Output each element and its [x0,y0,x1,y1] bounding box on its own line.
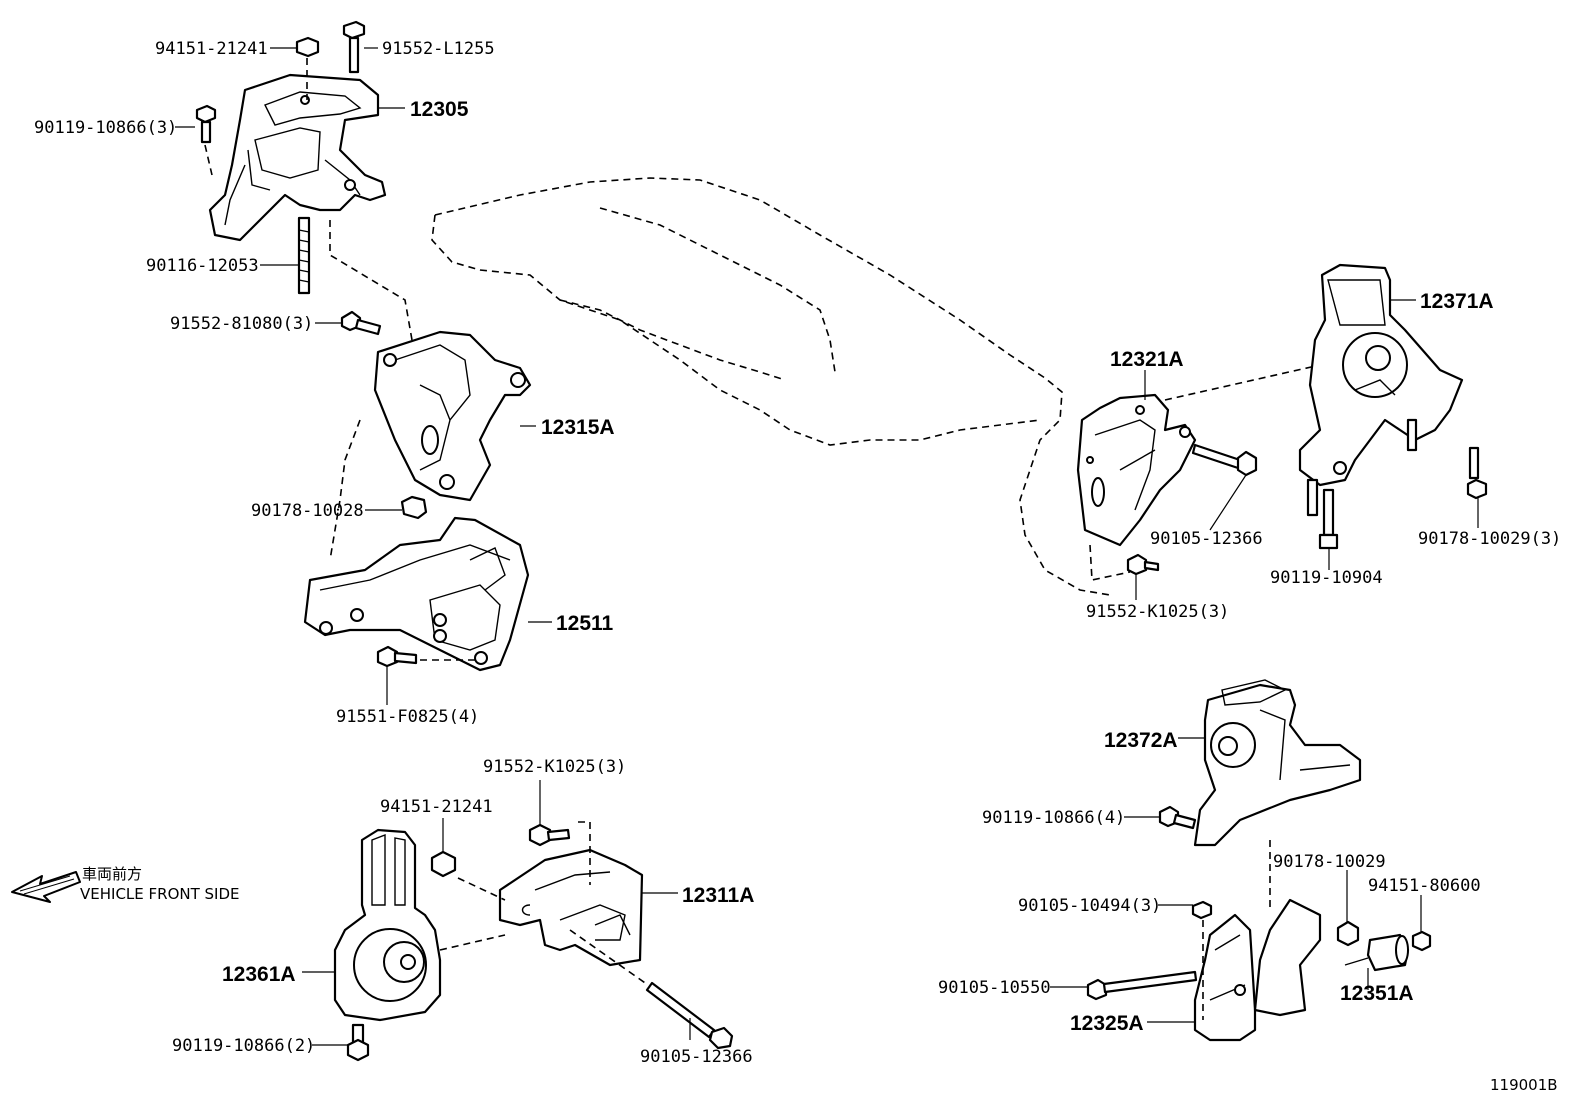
label-91552-K1025-3-right: 91552-K1025(3) [1086,602,1229,622]
label-90105-12366-bottom: 90105-12366 [640,1047,753,1067]
label-12321A: 12321A [1110,348,1184,371]
label-90105-12366-right: 90105-12366 [1150,529,1263,549]
label-90116-12053: 90116-12053 [146,256,259,276]
label-90105-10494-3: 90105-10494(3) [1018,896,1161,916]
label-90105-10550: 90105-10550 [938,978,1051,998]
bolt-90119-10866-4 [1158,805,1197,830]
label-90119-10866-3: 90119-10866(3) [34,118,177,138]
label-12361A: 12361A [222,963,296,986]
arrow-left-icon [11,871,81,903]
bolt-90105-12366-right [1191,443,1258,477]
bracket-12321A [1076,393,1197,547]
label-12511: 12511 [556,612,614,635]
stud-12371A-a [1306,418,1418,517]
bolt-90119-10904 [1318,488,1339,550]
label-91552-81080-3: 91552-81080(3) [170,314,313,334]
bolt-91552-81080-3 [340,310,382,336]
label-91551-F0825-4: 91551-F0825(4) [336,707,479,727]
label-90119-10866-4: 90119-10866(4) [982,808,1125,828]
bushing-12351A [1344,933,1410,972]
nut-94151-21241-top [295,36,320,100]
label-90119-10866-2: 90119-10866(2) [172,1036,315,1056]
engine-outline [431,177,1111,596]
label-90178-10029-3: 90178-10029(3) [1418,529,1561,549]
bolt-90119-10866-3 [195,104,217,176]
label-12325A: 12325A [1070,1012,1144,1035]
nut-94151-80600 [1411,930,1432,952]
mount-12372A [1193,679,1362,847]
label-94151-80600: 94151-80600 [1368,876,1481,896]
stud-90116-12053 [297,216,311,295]
label-12371A: 12371A [1420,290,1494,313]
bolt-91552-K1025-3-bottom [528,823,571,847]
engine-mount-12305 [208,73,387,242]
label-90178-10028: 90178-10028 [251,501,364,521]
nut-94151-21241-bottom [430,850,457,878]
mount-12371A [1298,263,1464,487]
label-90119-10904: 90119-10904 [1270,568,1383,588]
direction-label-japanese: 車両前方 [82,865,142,883]
nut-90178-10029-3 [1466,446,1488,500]
bracket-12311A [498,848,644,967]
figure-id: 119001B [1490,1076,1558,1094]
label-12305: 12305 [410,98,469,121]
bolt-90105-10494-3 [1191,900,1213,1020]
bolt-91552-L1255 [342,20,366,74]
label-94151-21241-bottom: 94151-21241 [380,797,493,817]
label-91552-L1255: 91552-L1255 [382,39,495,59]
label-91552-K1025-3-bottom: 91552-K1025(3) [483,757,626,777]
bolt-91551-F0825-4 [376,645,480,668]
label-12311A: 12311A [682,884,754,907]
label-90178-10029: 90178-10029 [1273,852,1386,872]
bolt-90105-10550 [1086,970,1198,1001]
bracket-12511 [303,516,530,672]
nut-90178-10028 [400,495,428,520]
bolt-90105-12366-bottom [569,929,734,1050]
label-12315A: 12315A [541,416,615,439]
bolt-91552-K1025-3-right [1126,553,1160,576]
label-94151-21241-top: 94151-21241 [155,39,268,59]
bracket-12325A [1193,898,1322,1042]
direction-label-english: VEHICLE FRONT SIDE [80,885,240,903]
leader-lines [175,47,1479,1046]
label-12351A: 12351A [1340,982,1414,1005]
label-12372A: 12372A [1104,729,1178,752]
mount-12361A [333,828,442,1022]
bracket-12315A [373,330,532,502]
bolt-90119-10866-2 [346,1023,370,1062]
nut-90178-10029 [1336,920,1360,947]
